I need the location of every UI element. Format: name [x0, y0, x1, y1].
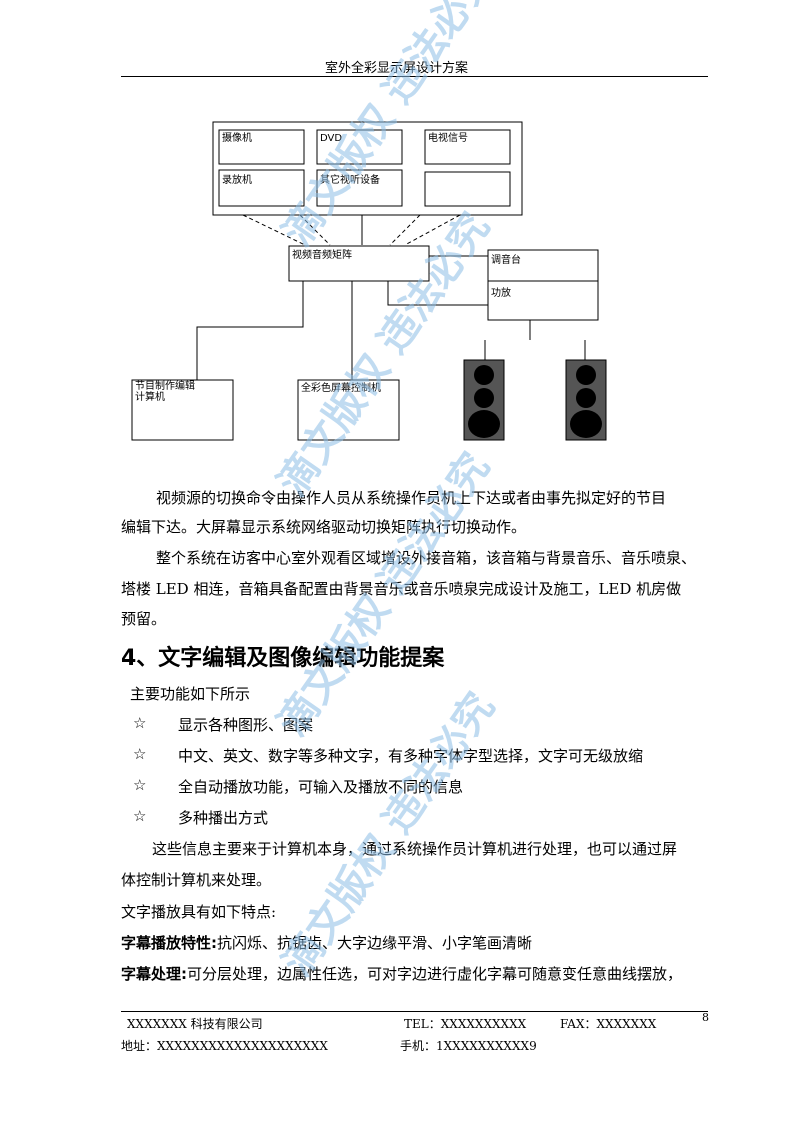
source-box-dvd	[316, 129, 403, 165]
footer-fax: FAX：XXXXXXX	[560, 1017, 657, 1031]
source-box-camera	[218, 129, 305, 165]
label-editor: 节目制作编辑 计算机	[135, 381, 195, 403]
system-diagram	[131, 121, 607, 441]
star-bullet: ☆	[133, 807, 147, 825]
feature-label: 字幕播放特性:	[121, 934, 217, 952]
para2-line3: 预留。	[121, 610, 167, 628]
editor-box	[131, 379, 234, 441]
feature-text: 可分层处理，边属性任选，可对字边进行虚化字幕可随意变任意曲线摆放，	[187, 965, 683, 983]
footer-tel: TEL：XXXXXXXXXX	[404, 1017, 527, 1031]
footer-address: 地址：XXXXXXXXXXXXXXXXXXXX	[121, 1039, 328, 1053]
label-vcr: 录放机	[222, 175, 252, 186]
para4: 文字播放具有如下特点:	[121, 903, 277, 921]
label-other-av: 其它视听设备	[320, 175, 380, 186]
para2-line1: 整个系统在访客中心室外观看区域增设外接音箱，该音箱与背景音乐、音乐喷泉、	[156, 549, 697, 567]
source-box-blank	[424, 171, 511, 207]
star-bullet: ☆	[133, 714, 147, 732]
header-divider	[121, 76, 708, 77]
features-intro: 主要功能如下所示	[130, 685, 251, 703]
audio-box	[487, 249, 599, 321]
label-controller: 全彩色屏幕控制机	[301, 383, 381, 394]
label-amplifier: 功放	[491, 288, 511, 299]
page-number: 8	[702, 1011, 709, 1024]
para3-line1: 这些信息主要来于计算机本身，通过系统操作员计算机进行处理，也可以通过屏	[152, 840, 678, 858]
feature-subtitle-2: 字幕处理:可分层处理，边属性任选，可对字边进行虚化字幕可随意变任意曲线摆放，	[121, 963, 682, 984]
speaker-right	[565, 359, 607, 441]
para3-line2: 体控制计算机来处理。	[121, 871, 272, 889]
feature-item: 显示各种图形、图案	[178, 716, 314, 734]
feature-subtitle-1: 字幕播放特性:抗闪烁、抗锯齿、大字边缘平滑、小字笔画清晰	[121, 932, 532, 953]
speaker-left	[463, 359, 505, 441]
star-bullet: ☆	[133, 776, 147, 794]
source-box-tv	[424, 129, 511, 165]
footer-mobile: 手机：1XXXXXXXXXX9	[400, 1039, 537, 1053]
source-container	[212, 121, 523, 216]
source-box-vcr	[218, 169, 305, 207]
footer-divider	[121, 1011, 708, 1012]
para1-line2: 编辑下达。大屏幕显示系统网络驱动切换矩阵执行切换动作。	[121, 518, 527, 536]
feature-text: 抗闪烁、抗锯齿、大字边缘平滑、小字笔画清晰	[217, 934, 533, 952]
label-dvd: DVD	[320, 133, 343, 144]
label-camera: 摄像机	[222, 133, 252, 144]
controller-box	[297, 379, 400, 441]
feature-item: 全自动播放功能，可输入及播放不同的信息	[178, 778, 464, 796]
label-matrix: 视频音频矩阵	[292, 250, 352, 261]
feature-label: 字幕处理:	[121, 965, 187, 983]
label-tv-signal: 电视信号	[428, 133, 468, 144]
page-header-title: 室外全彩显示屏设计方案	[324, 61, 468, 76]
section-title: 4、文字编辑及图像编辑功能提案	[121, 646, 445, 671]
feature-item: 多种播出方式	[178, 809, 269, 827]
para1-line1: 视频源的切换命令由操作人员从系统操作员机上下达或者由事先拟定好的节目	[156, 489, 667, 507]
para2-line2: 塔楼 LED 相连，音箱具备配置由背景音乐或音乐喷泉完成设计及施工，LED 机房…	[121, 580, 682, 598]
star-bullet: ☆	[133, 745, 147, 763]
footer-company: XXXXXXX 科技有限公司	[127, 1017, 263, 1031]
matrix-box	[288, 245, 430, 282]
source-box-other	[316, 169, 403, 207]
feature-item: 中文、英文、数字等多种文字，有多种字体字型选择，文字可无级放缩	[178, 747, 644, 765]
label-mixer: 调音台	[491, 255, 521, 266]
